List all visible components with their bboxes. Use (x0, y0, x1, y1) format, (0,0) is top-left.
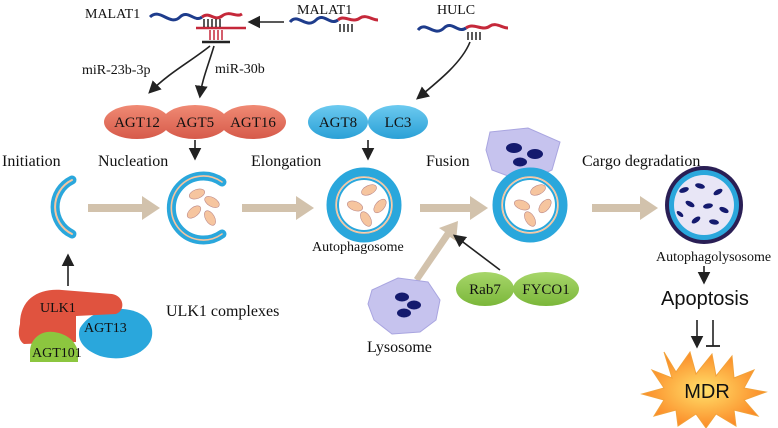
mdr-label: MDR (684, 381, 730, 403)
stage-initiation: Initiation (2, 153, 61, 170)
agt12-pill: AGT12 (104, 105, 170, 139)
mir23-label: miR-23b-3p (82, 63, 150, 78)
agt101-label: AGT101 (32, 346, 82, 361)
flow-arrow-1 (88, 196, 160, 220)
mir30-label: miR-30b (215, 62, 265, 77)
autophagosome-label: Autophagosome (312, 240, 404, 255)
agt16-label: AGT16 (230, 115, 276, 131)
lysosome-flow-arrow (414, 221, 458, 282)
agt5-pill: AGT5 (162, 105, 228, 139)
ulk1-complex (18, 289, 153, 362)
ulk1-label: ULK1 (40, 301, 76, 316)
flow-arrow-2 (242, 196, 314, 220)
autophagolysosome-label: Autophagolysosome (656, 250, 771, 265)
malat1-sirna-duplex (148, 12, 246, 44)
agt8-label: AGT8 (319, 115, 357, 131)
ulk1-complexes-label: ULK1 complexes (166, 303, 279, 320)
malat1-top-strand (288, 15, 379, 32)
phagophore-initiation (50, 175, 77, 239)
autophagolysosome (665, 166, 743, 244)
agt16-pill: AGT16 (220, 105, 286, 139)
agt13-label: AGT13 (84, 321, 127, 336)
agt12-label: AGT12 (114, 115, 160, 131)
stage-elongation: Elongation (251, 153, 321, 170)
lc3-pill: LC3 (368, 105, 428, 139)
hulc-arrow (416, 41, 471, 100)
lysosome-label: Lysosome (367, 339, 432, 356)
agt5-label: AGT5 (176, 115, 214, 131)
autophagosome (326, 167, 402, 243)
hulc-strand (416, 23, 509, 40)
hulc-label: HULC (437, 3, 475, 18)
lc3-label: LC3 (385, 115, 412, 131)
lysosome (367, 277, 441, 335)
fyco1-label: FYCO1 (522, 282, 570, 298)
flow-arrow-3 (420, 196, 488, 220)
malat1-top-label: MALAT1 (297, 3, 352, 18)
stage-cargo-degradation: Cargo degradation (582, 153, 700, 170)
mdr-starburst (640, 350, 768, 428)
stage-nucleation: Nucleation (98, 153, 168, 170)
fyco1-pill: FYCO1 (513, 272, 579, 306)
mir23-arrow (148, 45, 211, 94)
nucleation-phagophore (166, 171, 227, 245)
stage-fusion: Fusion (426, 153, 470, 170)
malat1-left-label: MALAT1 (85, 7, 140, 22)
mir30-arrow (194, 45, 215, 99)
rab7-label: Rab7 (469, 282, 501, 298)
rab7-pill: Rab7 (456, 272, 514, 306)
apoptosis-label: Apoptosis (661, 288, 749, 310)
flow-arrow-4 (592, 196, 658, 220)
flow-arrows (88, 196, 658, 282)
agt8-pill: AGT8 (308, 105, 368, 139)
fusion-autophagosome (492, 167, 568, 243)
rab7-to-fusion-arrow (452, 234, 501, 271)
